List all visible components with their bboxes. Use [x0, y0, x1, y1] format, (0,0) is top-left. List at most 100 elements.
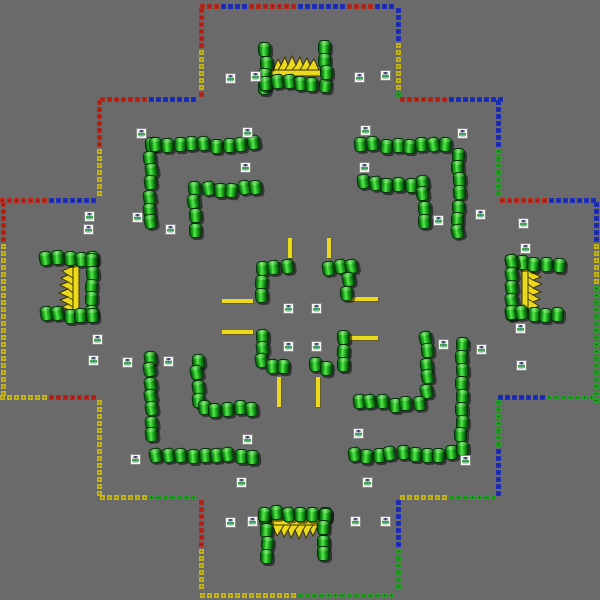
item-box-icon [350, 516, 361, 527]
border-tile-blue [463, 97, 468, 102]
border-tile-red [1, 202, 6, 207]
border-tile-red [249, 4, 254, 9]
border-tile-red [199, 507, 204, 512]
border-tile-blue [533, 395, 538, 400]
beam-obstacle [347, 297, 378, 301]
border-tile-blue [496, 491, 501, 496]
border-tile-yellow [421, 495, 426, 500]
border-tile-yellow [235, 593, 240, 598]
border-tile-yellow [97, 491, 102, 496]
border-tile-green [594, 342, 599, 347]
border-tile-blue [584, 198, 589, 203]
border-tile-red [500, 198, 505, 203]
item-box-icon [460, 455, 471, 466]
border-tile-blue [563, 198, 568, 203]
barrel [279, 257, 296, 276]
border-tile-yellow [199, 57, 204, 62]
barrel [319, 360, 334, 377]
border-tile-yellow [396, 85, 401, 90]
border-tile-yellow [97, 191, 102, 196]
right-crown-icon [521, 261, 543, 315]
border-tile-yellow [97, 428, 102, 433]
border-tile-green [396, 570, 401, 575]
border-tile-red [70, 395, 75, 400]
item-box-icon [88, 355, 99, 366]
barrel [381, 444, 398, 463]
border-tile-red [199, 15, 204, 20]
border-tile-green [496, 191, 501, 196]
border-tile-blue [496, 142, 501, 147]
border-tile-green [594, 370, 599, 375]
border-tile-red [1, 223, 6, 228]
border-tile-blue [512, 395, 517, 400]
border-tile-yellow [221, 593, 226, 598]
border-tile-yellow [199, 570, 204, 575]
border-tile-green [496, 400, 501, 405]
border-tile-green [561, 395, 566, 400]
border-tile-green [470, 495, 475, 500]
border-tile-yellow [1, 272, 6, 277]
border-tile-red [542, 198, 547, 203]
border-tile-blue [496, 470, 501, 475]
border-tile-green [396, 92, 401, 97]
barrel [417, 213, 432, 230]
border-tile-green [361, 593, 366, 598]
border-tile-yellow [7, 395, 12, 400]
border-tile-yellow [97, 484, 102, 489]
barrel [219, 445, 236, 464]
border-tile-blue [221, 4, 226, 9]
border-tile-red [199, 535, 204, 540]
border-tile-yellow [1, 370, 6, 375]
border-tile-green [319, 593, 324, 598]
border-tile-blue [594, 223, 599, 228]
border-tile-green [496, 149, 501, 154]
border-tile-yellow [100, 495, 105, 500]
border-tile-yellow [1, 265, 6, 270]
border-tile-yellow [14, 395, 19, 400]
border-tile-blue [456, 97, 461, 102]
border-tile-red [199, 92, 204, 97]
border-tile-blue [156, 97, 161, 102]
border-tile-green [396, 577, 401, 582]
border-tile-blue [496, 135, 501, 140]
border-tile-green [594, 391, 599, 396]
item-box-icon [122, 357, 133, 368]
border-tile-yellow [396, 78, 401, 83]
barrel [375, 393, 390, 410]
border-tile-blue [312, 4, 317, 9]
border-tile-blue [594, 209, 599, 214]
border-tile-red [97, 114, 102, 119]
border-tile-blue [540, 395, 545, 400]
border-tile-yellow [97, 149, 102, 154]
item-box-icon [516, 360, 527, 371]
item-box-icon [242, 127, 253, 138]
item-box-icon [475, 209, 486, 220]
border-tile-yellow [1, 335, 6, 340]
border-tile-yellow [97, 421, 102, 426]
barrel [337, 357, 350, 372]
border-tile-green [496, 421, 501, 426]
border-tile-red [200, 4, 205, 9]
border-tile-green [575, 395, 580, 400]
border-tile-yellow [199, 71, 204, 76]
border-tile-blue [70, 198, 75, 203]
item-box-icon [240, 162, 251, 173]
border-tile-red [354, 4, 359, 9]
item-box-icon [354, 72, 365, 83]
border-tile-red [7, 198, 12, 203]
border-tile-red [368, 4, 373, 9]
border-tile-blue [396, 535, 401, 540]
border-tile-green [594, 300, 599, 305]
border-tile-red [97, 142, 102, 147]
border-tile-blue [333, 4, 338, 9]
border-tile-yellow [97, 184, 102, 189]
border-tile-red [1, 237, 6, 242]
barrel [143, 174, 158, 191]
border-tile-blue [305, 4, 310, 9]
barrel [85, 307, 100, 324]
border-tile-blue [396, 542, 401, 547]
border-tile-red [49, 395, 54, 400]
border-tile-red [84, 395, 89, 400]
item-box-icon [225, 517, 236, 528]
